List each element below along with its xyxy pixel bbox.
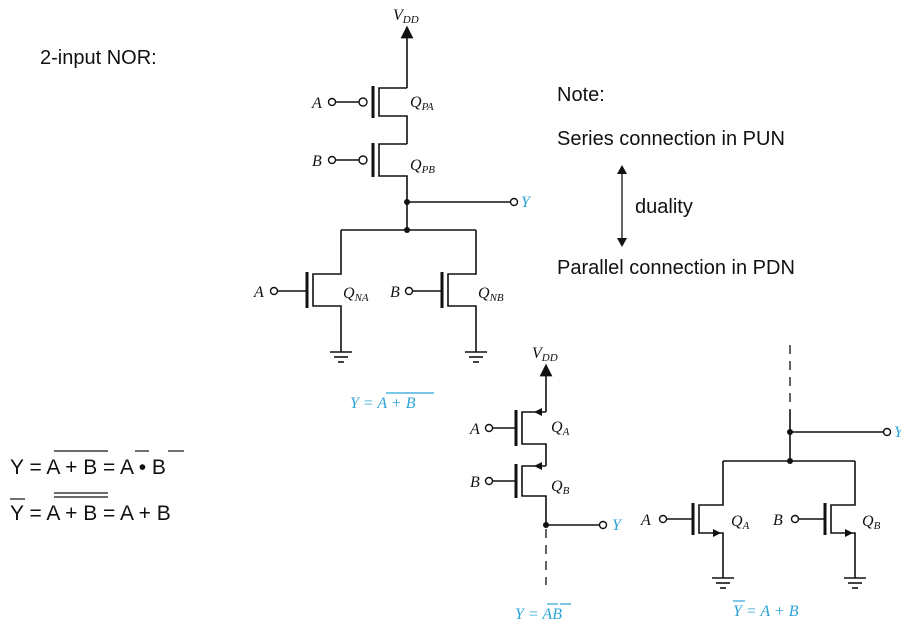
pun-pmos-qb: B QB [470,462,570,525]
nor-input-b-bottom: B [390,284,400,301]
nor-input-a-top: A [311,95,322,112]
pun-qa-label: QA [551,419,570,438]
nor-nmos-qnb: B QNB [390,230,504,363]
svg-text:Y = A + B: Y = A + B [350,395,416,412]
nor-pmos-qpb: B QPB [312,143,435,202]
equation-1: Y = A + B = A • B [10,450,184,479]
pdn-qa-label: QA [731,513,750,532]
nor-vdd-label: VDD [393,7,419,26]
nor-nmos-qna: A QNA [253,230,369,363]
svg-text:Y = A + B = A + B: Y = A + B = A + B [10,502,171,525]
pdn-input-a: A [640,512,651,529]
equation-2: Y = A + B = A + B [10,492,171,525]
nor-qpb-label: QPB [410,157,435,176]
pun-input-b: B [470,474,480,491]
svg-text:Y = A + B = A • B: Y = A + B = A • B [10,456,166,479]
duality-double-arrow-icon [617,165,627,247]
ground-icon [844,577,866,589]
nor-qpa-label: QPA [410,94,434,113]
ground-icon [330,351,352,363]
note-duality: duality [635,196,693,218]
nor-output-y: Y [521,194,532,211]
note-block: Note: Series connection in PUN duality P… [557,84,795,279]
nor-input-a-bottom: A [253,284,264,301]
pdn-caption: Y = A + B [733,600,799,620]
pun-qb-label: QB [551,478,570,497]
pun-input-a: A [469,421,480,438]
pun-vdd-label: VDD [532,345,558,364]
nor-caption: Y = A + B [350,392,434,412]
svg-text:Y = AB: Y = AB [515,606,562,623]
pdn-nmos-qa: A QA [640,461,750,589]
nor-input-b-top: B [312,153,322,170]
slide-heading: 2-input NOR: [40,47,157,69]
pun-circuit: VDD A QA B QB Y Y = AB [469,345,623,623]
pdn-nmos-qb: B QB [773,461,881,589]
nor-qnb-label: QNB [478,285,504,304]
note-series: Series connection in PUN [557,128,785,150]
svg-text:Y = A + B: Y = A + B [733,603,799,620]
pun-output-y: Y [612,517,623,534]
ground-icon [465,351,487,363]
pdn-output-y: Y [894,424,901,441]
pdn-qb-label: QB [862,513,881,532]
nor-qna-label: QNA [343,285,369,304]
note-title: Note: [557,84,605,106]
pun-pmos-qa: A QA [469,408,570,466]
ground-icon [712,577,734,589]
pdn-input-b: B [773,512,783,529]
note-parallel: Parallel connection in PDN [557,257,795,279]
nor-circuit: VDD A QPA B QPB Y [253,7,532,412]
pun-caption: Y = AB [515,603,571,623]
nor-pmos-qpa: A QPA [311,86,434,144]
pdn-circuit: Y A QA B QB [640,345,901,620]
